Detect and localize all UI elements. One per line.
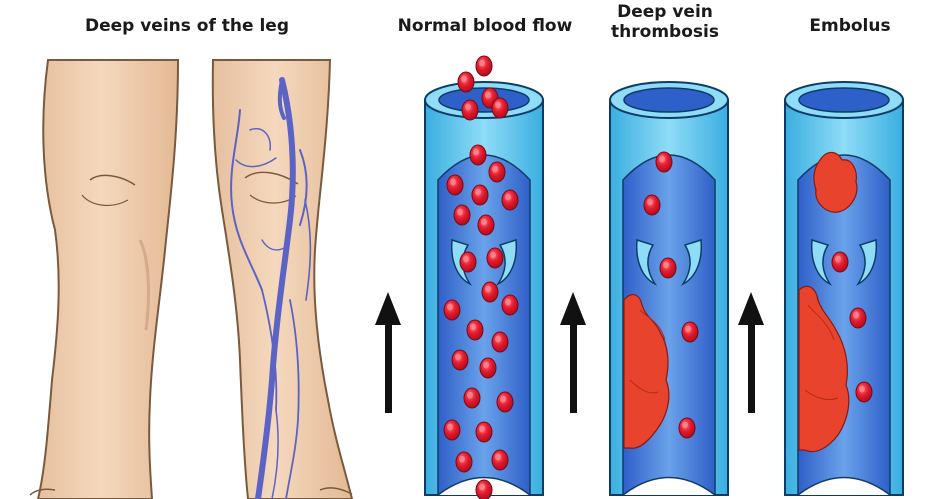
- leg-front: [30, 60, 178, 499]
- embolus-clot-icon: [814, 152, 857, 212]
- leg-back: [213, 60, 352, 499]
- vessel-dvt: [610, 82, 728, 495]
- flow-arrow-icon: [560, 292, 586, 413]
- flow-arrow-icon: [738, 292, 764, 413]
- vessel-embolus: [785, 82, 903, 495]
- flow-arrow-icon: [375, 292, 401, 413]
- vessel-normal: [425, 56, 543, 499]
